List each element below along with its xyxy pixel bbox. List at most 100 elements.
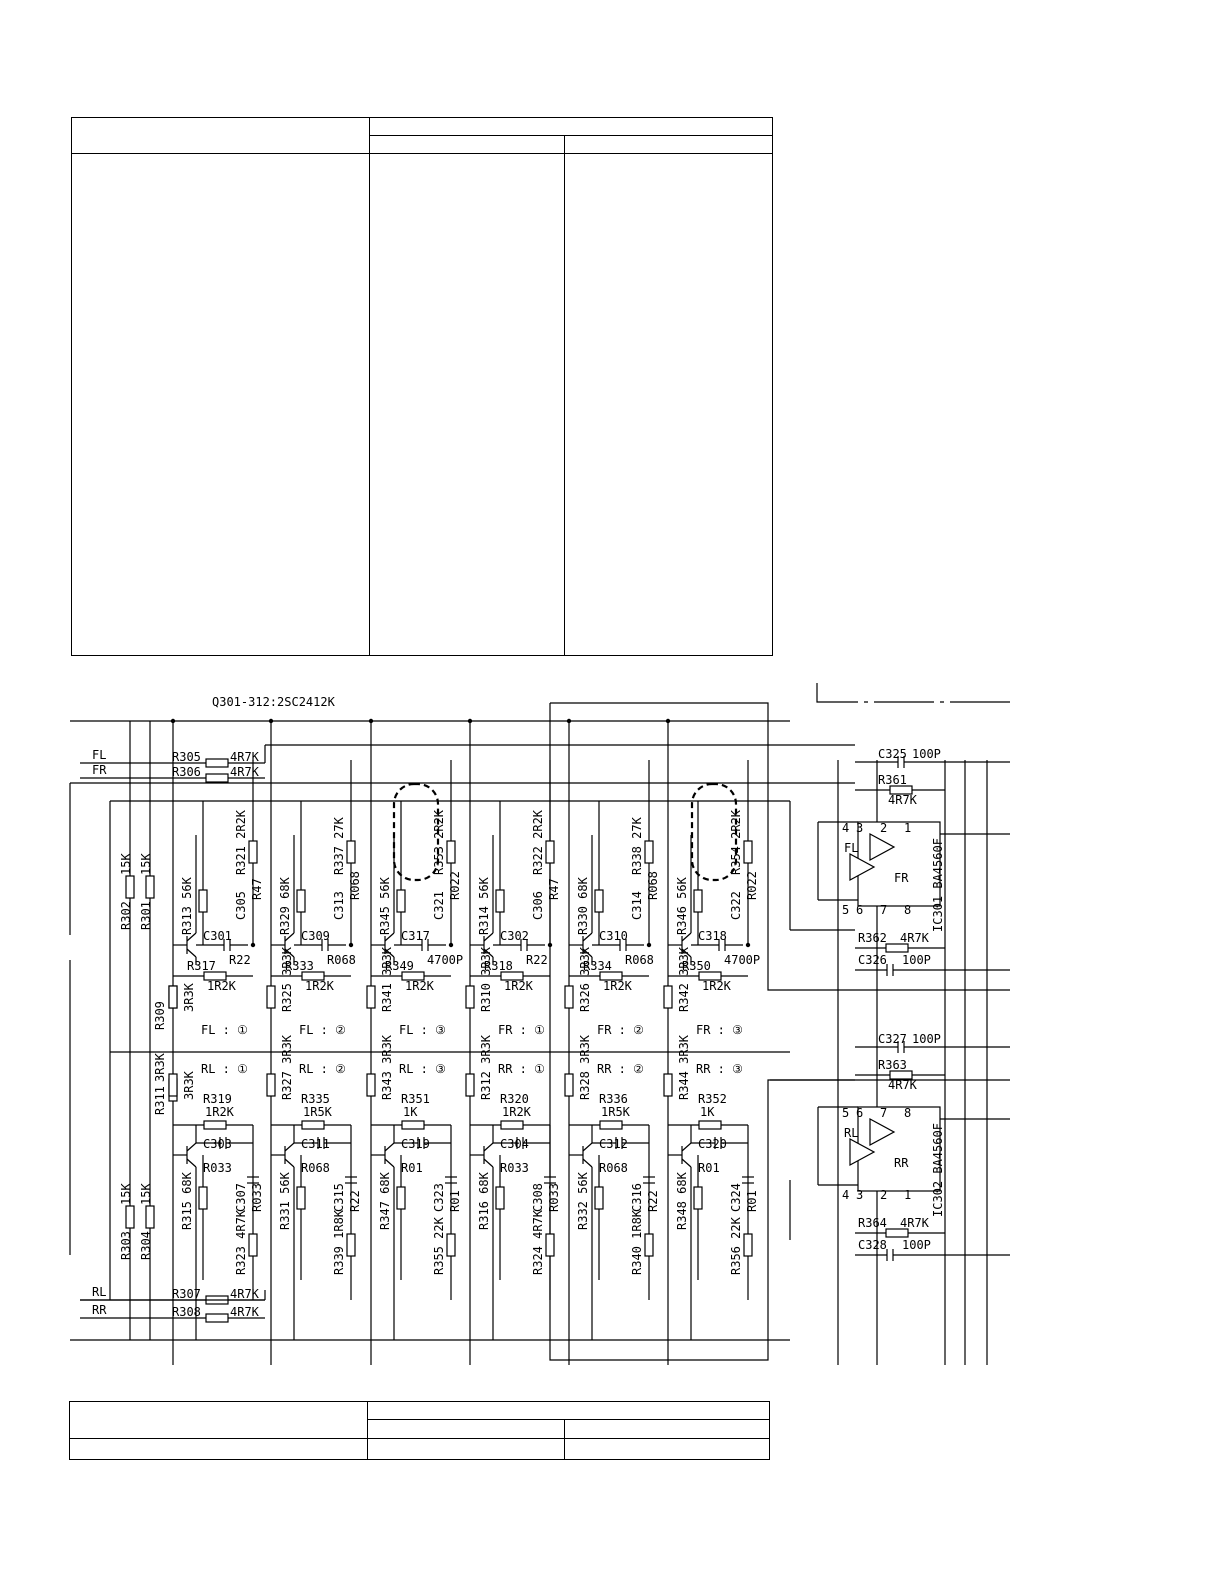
base-resistor: [495, 1186, 505, 1210]
bias-resistor-value: 15K: [139, 853, 153, 875]
coupling-cap-label: C318: [698, 929, 727, 943]
capacitor-label: C315: [332, 1183, 346, 1212]
transistor-emitter: [284, 1142, 295, 1152]
collector-resistor-label: R321 2R2K: [234, 809, 248, 875]
ic-pin-number: 7: [880, 1106, 887, 1120]
bias-resistor-ref: R304: [139, 1231, 153, 1260]
feedback-resistor: [500, 1120, 524, 1130]
ic-part-value: 100P: [912, 747, 941, 761]
ic-part-ref: C325: [878, 747, 907, 761]
bias-resistor-value: 15K: [139, 1183, 153, 1205]
feedback-resistor: [599, 1120, 623, 1130]
base-resistor-label: R315 68K: [180, 1171, 194, 1230]
capacitor-gap: [521, 938, 527, 952]
ground-resistor: [564, 985, 574, 1009]
top-resistor: [465, 1073, 475, 1097]
input-resistor: [205, 1313, 229, 1323]
top-resistor: [168, 1073, 178, 1097]
input-resistor-value: 4R7K: [230, 1287, 260, 1301]
ground-resistor-label: R324 4R7K: [531, 1209, 545, 1275]
top-table-body-cell: [564, 153, 773, 656]
transistor-emitter: [681, 1142, 692, 1152]
opamp-symbol: [849, 1137, 876, 1167]
base-resistor-label: R348 68K: [675, 1171, 689, 1230]
feedback-ref: R349: [385, 959, 414, 973]
transistor-emitter: [384, 948, 395, 958]
feedback-value: 1R5K: [303, 1105, 333, 1119]
stage-label: RR : ②: [597, 1062, 644, 1076]
feedback-resistor: [698, 971, 722, 981]
feedback-resistor: [599, 971, 623, 981]
bias-resistor-ref: R311: [153, 1086, 167, 1115]
emitter-label: R022: [745, 871, 759, 900]
top-resistor: [663, 1073, 673, 1097]
feedback-value: 1R2K: [702, 979, 732, 993]
top-table-body-cell: [369, 153, 565, 656]
input-resistor-ref: R307: [172, 1287, 201, 1301]
input-label: RL: [92, 1285, 106, 1299]
feedback-value: 1R2K: [603, 979, 633, 993]
ground-resistor: [446, 1233, 456, 1257]
ic-name: IC301 BA4560F: [931, 838, 945, 932]
feedback-resistor: [203, 1120, 227, 1130]
ic-channel-label: FL: [844, 841, 858, 855]
feedback-ref: R352: [698, 1092, 727, 1106]
transistor-collector: [681, 1158, 692, 1168]
coupling-cap-label: C304: [500, 1137, 529, 1151]
capacitor-gap: [719, 938, 725, 952]
junction-dot: [348, 942, 354, 948]
transistor-emitter: [384, 1142, 395, 1152]
resistor: [889, 1070, 913, 1080]
stage-label: RR : ③: [696, 1062, 743, 1076]
board-boundary-line: [816, 683, 1010, 703]
transistor-emitter: [483, 948, 494, 958]
bias-resistor-value: 3R3K: [153, 1052, 167, 1082]
ic-pin-number: 3: [856, 1188, 863, 1202]
transistor-collector: [483, 932, 494, 942]
transistor-collector: [284, 1158, 295, 1168]
ic-pin-number: 4: [842, 821, 849, 835]
bottom-table-header-cell: [69, 1401, 368, 1439]
base-resistor-label: R330 68K: [576, 876, 590, 935]
transistor-collector: [681, 932, 692, 942]
feedback-resistor: [203, 971, 227, 981]
emitter-label: R068: [348, 871, 362, 900]
ground-resistor: [465, 985, 475, 1009]
ground-resistor-label: R341 3R3K: [380, 946, 394, 1012]
ic-part-ref: R361: [878, 773, 907, 787]
ground-resistor: [248, 1233, 258, 1257]
capacitor-gap: [318, 1136, 324, 1150]
ic-part-ref: R362: [858, 931, 887, 945]
ic-part-value: 4R7K: [888, 1078, 918, 1092]
stage-label: RL : ③: [399, 1062, 446, 1076]
base-resistor: [396, 1186, 406, 1210]
capacitor-label: C313: [332, 891, 346, 920]
ground-resistor: [266, 985, 276, 1009]
series-label: R068: [327, 953, 356, 967]
collector-resistor-label: R337 27K: [332, 816, 346, 875]
junction-dot: [448, 942, 454, 948]
feedback-value: 1R2K: [504, 979, 534, 993]
ic-body: [857, 1106, 941, 1192]
bias-resistor-ref: R303: [119, 1231, 133, 1260]
capacitor-label: C314: [630, 891, 644, 920]
emitter-label: R033: [547, 1183, 561, 1212]
bias-resistor-value: 15K: [119, 1183, 133, 1205]
ic-part-value: 4R7K: [900, 931, 930, 945]
series-label: R068: [301, 1161, 330, 1175]
bias-resistor: [125, 1205, 135, 1229]
capacitor-gap: [418, 1136, 424, 1150]
emitter-label: R033: [250, 1183, 264, 1212]
bias-resistor: [145, 875, 155, 899]
top-resistor-label: R328 3R3K: [578, 1034, 592, 1100]
feedback-ref: R334: [583, 959, 612, 973]
base-resistor-label: R346 56K: [675, 876, 689, 935]
feedback-ref: R350: [682, 959, 711, 973]
transistor-emitter: [186, 948, 197, 958]
base-resistor-label: R332 56K: [576, 1171, 590, 1230]
ic-pin-number: 8: [904, 1106, 911, 1120]
transistor-note: Q301-312:2SC2412K: [212, 695, 336, 709]
ground-resistor-label: R339 1R8K: [332, 1209, 346, 1275]
transistor-emitter: [582, 948, 593, 958]
outer-loop: [550, 702, 1010, 991]
